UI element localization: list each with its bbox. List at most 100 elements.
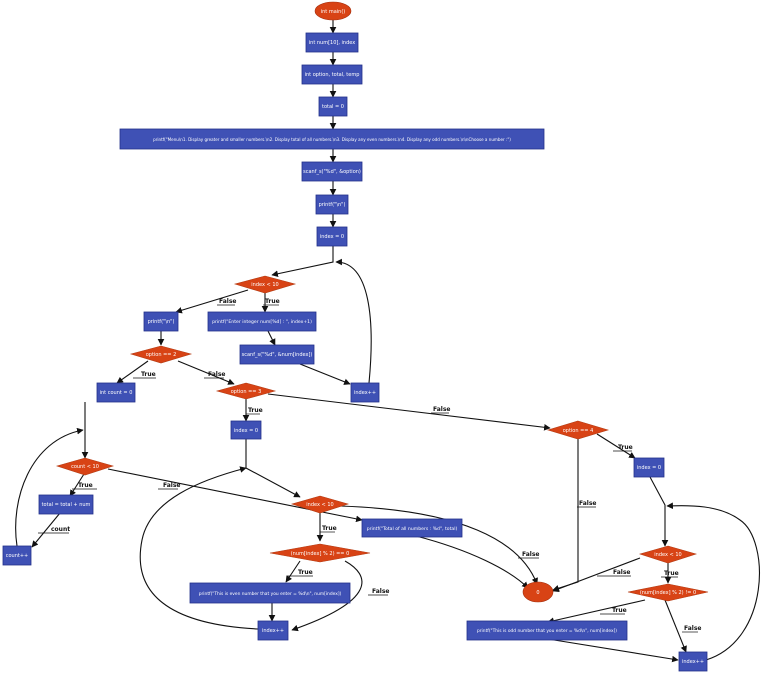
node-decl-opt-text: int option, total, temp xyxy=(305,72,360,78)
node-printf-n2[interactable]: printf("\n") xyxy=(143,311,179,332)
edge-enter-scanf xyxy=(267,330,276,346)
label-cnt-true: True xyxy=(78,482,93,489)
node-scanf-option-text: scanf_s("%d", &option) xyxy=(303,169,361,175)
node-printf-enter[interactable]: printf("Enter integer num[%d] : ", index… xyxy=(207,311,317,332)
node-idxpp-b-text: index++ xyxy=(262,628,284,634)
label-idx-a-false: False xyxy=(219,298,237,305)
node-cond-even-text: (num[index] % 2) == 0 xyxy=(291,551,350,557)
node-decl-num-text: int num[10], index xyxy=(309,40,355,46)
edge-total-countpp xyxy=(31,512,61,548)
node-total-add[interactable]: total = total + num xyxy=(38,494,94,515)
edge-even-true xyxy=(285,560,301,583)
node-menu[interactable]: printf("Menu\n1. Display greater and sma… xyxy=(119,128,545,150)
node-countpp-text: count++ xyxy=(6,553,29,559)
node-decl-opt[interactable]: int option, total, temp xyxy=(301,64,363,85)
edge-opt4-false xyxy=(552,439,579,592)
label-odd-false: False xyxy=(684,625,702,632)
node-idxpp-b[interactable]: index++ xyxy=(257,620,289,641)
node-cond-odd-text: (num[index] % 2) != 0 xyxy=(640,590,696,596)
node-printf-n2-text: printf("\n") xyxy=(148,319,175,325)
node-return-0-text: 0 xyxy=(536,590,539,596)
node-cond-odd[interactable]: (num[index] % 2) != 0 xyxy=(627,583,709,602)
label-even-true: True xyxy=(298,569,313,576)
node-cond-idx10-a[interactable]: index < 10 xyxy=(233,275,297,294)
edge-total-ret xyxy=(415,535,529,589)
node-cond-count10-text: count < 10 xyxy=(71,464,99,470)
node-cond-opt3-text: option == 3 xyxy=(231,389,262,395)
label-opt3-false: False xyxy=(433,406,451,413)
node-countpp[interactable]: count++ xyxy=(2,545,32,566)
node-index0-a[interactable]: index = 0 xyxy=(316,226,348,247)
edge-opt3-false xyxy=(267,393,551,431)
edge-opt2-false xyxy=(177,360,235,385)
node-printf-even[interactable]: printf("This is even number that you ent… xyxy=(189,582,351,604)
node-printf-n1[interactable]: printf("\n") xyxy=(315,194,349,215)
node-return-0[interactable]: 0 xyxy=(522,581,554,603)
node-scanf-num-text: scanf_s("%d", &num[index]) xyxy=(242,352,313,358)
label-even-false: False xyxy=(372,588,390,595)
node-main[interactable]: int main() xyxy=(314,1,352,21)
node-printf-total[interactable]: printf("Total of all numbers : %d", tota… xyxy=(361,518,463,538)
label-idx-b-false: False xyxy=(522,551,540,558)
edge-idx-b-false xyxy=(339,505,538,585)
label-idx-a-true: True xyxy=(265,298,280,305)
edge-labels: False True True False True False True Fa… xyxy=(38,298,702,633)
node-cond-opt4[interactable]: option == 4 xyxy=(546,420,610,440)
node-cond-idx10-c[interactable]: index < 10 xyxy=(638,545,698,564)
edge-index0c-cond xyxy=(649,476,669,547)
node-printf-even-text: printf("This is even number that you ent… xyxy=(199,591,342,597)
edge-cnt-true xyxy=(69,473,85,497)
edge-countpp-loop xyxy=(15,427,84,547)
node-index0-c[interactable]: index = 0 xyxy=(633,457,665,478)
edge-printodd-idxpp xyxy=(547,638,679,663)
label-cnt-false: False xyxy=(163,482,181,489)
node-index0-a-text: index = 0 xyxy=(320,234,344,240)
edge-idxpp-c-loop xyxy=(666,502,760,661)
node-cond-even[interactable]: (num[index] % 2) == 0 xyxy=(269,543,371,563)
label-idx-b-true: True xyxy=(322,525,337,532)
node-idxpp-c-text: index++ xyxy=(682,659,704,665)
label-opt2-true: True xyxy=(141,371,156,378)
label-idx-c-true: True xyxy=(664,570,679,577)
node-printf-enter-text: printf("Enter integer num[%d] : ", index… xyxy=(212,319,312,325)
node-cond-idx10-b[interactable]: index < 10 xyxy=(290,495,350,514)
node-idxpp-c[interactable]: index++ xyxy=(678,651,708,672)
edge-idxpp-b-loop xyxy=(139,466,259,630)
node-total0-text: total = 0 xyxy=(322,104,344,110)
node-cond-opt3[interactable]: option == 3 xyxy=(215,382,277,400)
node-printf-odd-text: printf("This is odd number that you ente… xyxy=(477,628,617,634)
node-idxpp-a[interactable]: index++ xyxy=(350,382,380,403)
node-cond-count10[interactable]: count < 10 xyxy=(55,457,115,476)
nodes: int main() 0 int num[10], index int opti… xyxy=(2,1,709,672)
node-printf-total-text: printf("Total of all numbers : %d", tota… xyxy=(367,526,458,532)
node-scanf-option[interactable]: scanf_s("%d", &option) xyxy=(301,161,363,182)
node-printf-odd[interactable]: printf("This is odd number that you ente… xyxy=(466,620,628,641)
node-scanf-num[interactable]: scanf_s("%d", &num[index]) xyxy=(239,344,315,365)
node-index0-b-text: index = 0 xyxy=(234,428,258,434)
edge-idxpp-loop xyxy=(335,258,372,384)
node-index0-c-text: index = 0 xyxy=(637,465,661,471)
node-count0[interactable]: int count = 0 xyxy=(96,382,136,403)
edge-index0b-cond xyxy=(245,439,301,498)
node-total0[interactable]: total = 0 xyxy=(318,96,348,117)
edges xyxy=(15,20,760,663)
edge-even-false xyxy=(291,560,363,632)
node-index0-b[interactable]: index = 0 xyxy=(230,420,262,440)
edge-cnt-false xyxy=(107,468,363,523)
edge-scanf-idxpp xyxy=(299,363,351,385)
node-decl-num[interactable]: int num[10], index xyxy=(305,32,359,53)
node-menu-text: printf("Menu\n1. Display greater and sma… xyxy=(153,137,511,142)
node-cond-opt2[interactable]: option == 2 xyxy=(129,345,193,364)
label-odd-true: True xyxy=(612,607,627,614)
edge-index0-cond xyxy=(271,246,334,277)
node-cond-idx10-c-text: index < 10 xyxy=(654,552,681,558)
label-opt4-false: False xyxy=(579,500,597,507)
edge-idx-a-false xyxy=(175,289,249,314)
label-opt2-false: False xyxy=(208,371,226,378)
node-cond-idx10-b-text: index < 10 xyxy=(306,502,333,508)
label-opt3-true: True xyxy=(248,407,263,414)
node-count0-text: int count = 0 xyxy=(100,390,133,396)
edge-opt2-true xyxy=(116,360,149,384)
